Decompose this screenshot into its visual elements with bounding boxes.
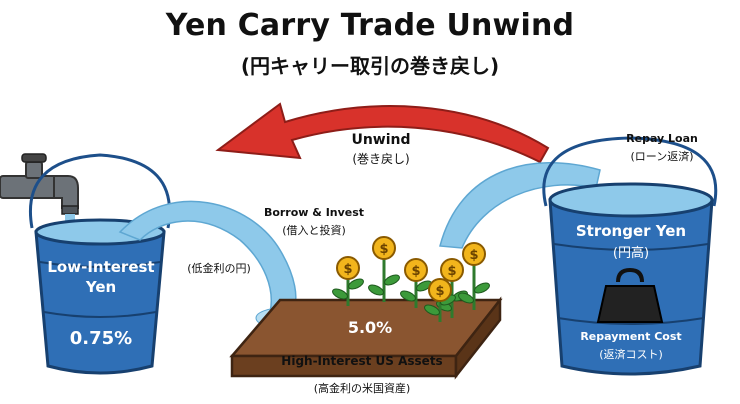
dollar-coin-icon [336, 256, 360, 280]
plant-leaf [332, 288, 348, 300]
left-bucket-rate: 0.75% [69, 328, 133, 349]
unwind-label: Unwind [351, 132, 411, 148]
right-bucket [542, 136, 718, 376]
unwind-arrow [215, 102, 550, 164]
repayment-cost-label: Repayment Cost [580, 330, 682, 343]
plant-leaf [474, 282, 490, 294]
dollar-coin-icon [428, 278, 452, 302]
dollar-sign-icon: $ [411, 264, 420, 279]
left-bucket [29, 153, 171, 375]
dollar-coin-icon [462, 242, 486, 266]
plant-leaf [368, 284, 384, 296]
dollar-sign-icon: $ [379, 242, 388, 257]
garden-label: High-Interest US Assets [281, 354, 443, 368]
repay-loan-label: Repay Loan [626, 132, 698, 145]
plant-leaf [348, 278, 364, 290]
left-bucket-label-line2: Yen [85, 278, 117, 296]
page-title: Yen Carry Trade Unwind [165, 8, 575, 43]
left-bucket-label-line1: Low-Interest [47, 258, 155, 276]
dollar-coin-icon [440, 258, 464, 282]
right-bucket-label-jp: (円高) [612, 246, 650, 261]
repay-loan-label-jp: (ローン返済) [630, 150, 694, 163]
plant-leaf [424, 304, 440, 316]
dollar-sign-icon: $ [343, 262, 352, 277]
dollar-sign-icon: $ [435, 284, 444, 299]
faucet-icon [0, 153, 79, 215]
coin-plants: $$$$$$ [332, 236, 490, 322]
plant-leaf [400, 290, 416, 302]
garden-label-jp: (高金利の米国資産) [313, 382, 411, 395]
right-bucket-label: Stronger Yen [575, 222, 687, 240]
plant-leaf [384, 274, 400, 286]
weight-icon [596, 267, 664, 323]
repay-water-flow [439, 162, 601, 249]
dollar-sign-icon: $ [469, 248, 478, 263]
dollar-sign-icon: $ [447, 264, 456, 279]
garden-rate: 5.0% [347, 318, 393, 337]
left-bucket-side-label: (低金利の円) [187, 262, 251, 275]
dollar-coin-icon [404, 258, 428, 282]
page-subtitle: (円キャリー取引の巻き戻し) [240, 54, 500, 78]
unwind-label-jp: (巻き戻し) [352, 152, 410, 166]
dollar-coin-icon [372, 236, 396, 260]
repayment-cost-label-jp: (返済コスト) [599, 348, 663, 361]
borrow-invest-label-jp: (借入と投資) [282, 224, 346, 237]
plant-leaf [458, 292, 474, 304]
borrow-invest-label: Borrow & Invest [263, 206, 365, 219]
